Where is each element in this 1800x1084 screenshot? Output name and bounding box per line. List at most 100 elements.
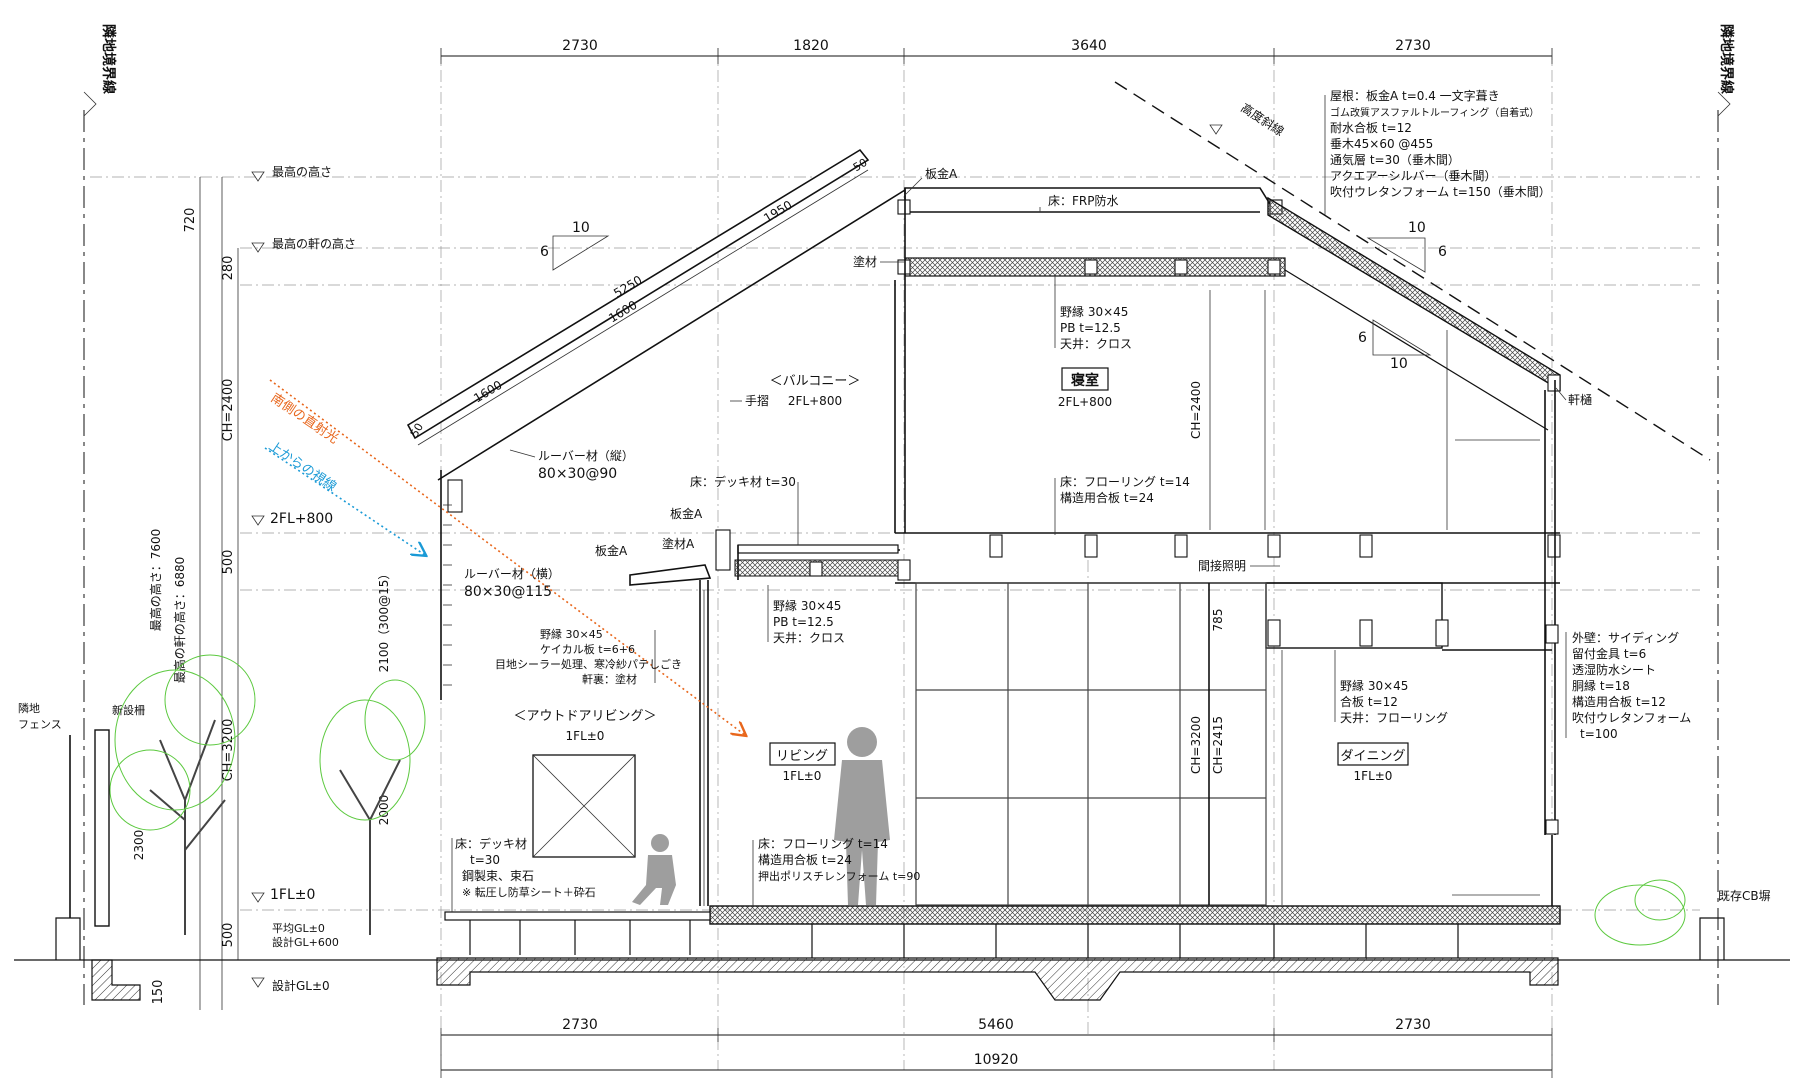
dim-top-1: 2730 [562, 38, 598, 54]
eave-ceiling-3: 目地シーラー処理、寒冷紗パテしごき [495, 657, 682, 671]
level-markers: 最高の高さ 最高の軒の高さ 2FL+800 1FL±0 平均GL±0 設計GL+… [251, 164, 356, 993]
bottom-dimension-chain: 2730 5460 2730 10920 [440, 1017, 1553, 1078]
dim-785: 785 [1211, 609, 1225, 632]
boundary-label-left: 隣地境界線 [100, 24, 117, 94]
roof-spec-1: 屋根：板金A t=0.4 一文字葺き [1330, 88, 1500, 103]
eave-ceiling-4: 軒裏：塗材 [582, 672, 637, 686]
dim-total: 10920 [974, 1052, 1019, 1068]
dim-left-2400: CH=2400 [221, 379, 236, 442]
outer-wall-5: 構造用合板 t=12 [1572, 694, 1666, 709]
living-floor-2: 構造用合板 t=24 [758, 852, 852, 867]
dim-2300: 2300 [132, 830, 146, 861]
roof-spec-5: 通気層 t=30（垂木間） [1330, 152, 1460, 167]
slope-1-run: 10 [572, 220, 590, 236]
existing-wall-label: 既存CB塀 [1718, 889, 1771, 903]
balcony [629, 529, 899, 906]
dim-max-eave-height: 最高の軒の高さ：6880 [172, 557, 187, 684]
dim-top-4: 2730 [1395, 38, 1431, 54]
roof-spec-3: 耐水合板 t=12 [1330, 120, 1412, 135]
outer-wall-4: 胴縁 t=18 [1572, 678, 1630, 693]
annotations: 屋根：板金A t=0.4 一文字葺き ゴム改質アスファルトルーフィング（自着式）… [451, 88, 1691, 912]
room-living-level: 1FL±0 [783, 769, 822, 783]
louver-vertical-2: 80×30@90 [538, 466, 617, 482]
level-1fl: 1FL±0 [270, 887, 315, 903]
dim-bottom-3: 2730 [1395, 1017, 1431, 1033]
outer-wall-3: 透湿防水シート [1572, 662, 1656, 677]
dim-left-720: 720 [183, 208, 198, 233]
room-outdoor-name: ＜アウトドアリビング＞ [513, 709, 656, 724]
top-dimension-chain: 2730 1820 3640 2730 [440, 38, 1553, 64]
indirect-light-label: 間接照明 [1198, 558, 1246, 573]
sun-ray-label: 南側の直射光 [268, 390, 342, 447]
room-labels: ＜バルコニー＞ 2FL+800 寝室 2FL+800 ＜アウトドアリビング＞ 1… [513, 367, 1409, 783]
dim-bottom-2: 5460 [978, 1017, 1014, 1033]
level-avg-gl: 平均GL±0 [272, 922, 325, 935]
outdoor-floor-1: 床：デッキ材 [455, 836, 527, 851]
frp-label: 床：FRP防水 [1048, 193, 1118, 208]
inner-dimensions: CH=2400 CH=3200 CH=2415 785 [1189, 381, 1225, 774]
outdoor-floor-2: t=30 [470, 853, 500, 867]
room-dining-level: 1FL±0 [1354, 769, 1393, 783]
dim-left-280: 280 [221, 256, 236, 281]
dim-2000: 2000 [377, 795, 391, 826]
bedroom-ceiling-1: 野縁 30×45 [1060, 304, 1128, 319]
slope-2-run: 10 [1408, 220, 1426, 236]
outer-wall-7: t=100 [1580, 727, 1618, 741]
left-dimension-chain: 720 280 CH=2400 500 CH=3200 500 150 最高の高… [132, 177, 391, 1010]
bedroom-ceiling-2: PB t=12.5 [1060, 321, 1121, 335]
roof-spec-4: 垂木45×60 @455 [1330, 137, 1433, 151]
dining-ceiling-2: 合板 t=12 [1340, 694, 1398, 709]
roof-spec-callout: 屋根：板金A t=0.4 一文字葺き ゴム改質アスファルトルーフィング（自着式）… [1324, 88, 1551, 215]
handrail-label: 手摺 [745, 393, 769, 408]
living-floor-1: 床：フローリング t=14 [758, 837, 888, 851]
living-glazing [915, 582, 1283, 906]
slope-1-rise: 6 [540, 244, 549, 260]
neighbor-fence-label-1: 隣地 [18, 701, 40, 715]
trees [109, 654, 1686, 946]
bedroom-ceiling-3: 天井：クロス [1060, 337, 1132, 351]
fences: 隣地 フェンス 新設柵 既存CB塀 [18, 701, 1771, 927]
sheet-a-mid: 板金A [670, 506, 703, 521]
dim-left-500a: 500 [221, 550, 236, 575]
bedroom-roof [894, 187, 1540, 533]
living-ceiling-2: PB t=12.5 [773, 615, 834, 629]
ch-bedroom: CH=2400 [1189, 381, 1203, 439]
level-design-gl-600: 設計GL+600 [272, 935, 339, 949]
louver-horizontal-1: ルーバー材（横） [464, 567, 560, 581]
roof-spec-6: アクエアーシルバー（垂木間） [1330, 169, 1496, 183]
dining-ceiling-3: 天井：フローリング [1340, 711, 1448, 725]
dim-left-150: 150 [151, 980, 166, 1005]
dim-left-500b: 500 [221, 923, 236, 948]
beam-row-2f [809, 534, 1561, 581]
room-balcony-level: 2FL+800 [788, 394, 842, 408]
outer-wall-1: 外壁：サイディング [1572, 630, 1679, 645]
bedroom-floor-2: 構造用合板 t=24 [1060, 490, 1154, 505]
outdoor-table-symbol [532, 754, 636, 858]
dim-roof-50b: 50 [408, 421, 426, 440]
roof-spec-2: ゴム改質アスファルトルーフィング（自着式） [1330, 106, 1539, 119]
roof-left: 1950 5250 1600 1600 50 50 [406, 148, 906, 700]
roof-spec-7: 吹付ウレタンフォーム t=150（垂木間） [1330, 185, 1551, 199]
dim-2100: 2100（300@15） [377, 568, 391, 673]
slope-3-run: 10 [1390, 356, 1408, 372]
site-boundaries: 隣地境界線 隣地境界線 [83, 24, 1735, 1005]
outer-wall-6: 吹付ウレタンフォーム [1572, 711, 1691, 725]
level-2fl: 2FL+800 [270, 511, 333, 527]
boundary-label-right: 隣地境界線 [1718, 24, 1735, 94]
light-and-view-lines: 南側の直射光 上からの視線 [264, 379, 745, 735]
room-dining-name: ダイニング [1340, 749, 1405, 764]
bedroom-floor-1: 床：フローリング t=14 [1060, 475, 1190, 489]
outdoor-floor-3: 鋼製束、束石 [462, 869, 534, 883]
dim-left-3200: CH=3200 [221, 719, 236, 782]
level-max-eave: 最高の軒の高さ [272, 236, 356, 251]
roof-right [1114, 81, 1711, 906]
dim-top-2: 1820 [793, 38, 829, 54]
scale-figures [632, 727, 890, 905]
sheet-a-low: 板金A [595, 543, 628, 558]
room-outdoor-level: 1FL±0 [566, 729, 605, 743]
room-bedroom-level: 2FL+800 [1058, 395, 1112, 409]
level-design-gl: 設計GL±0 [272, 978, 330, 993]
slope-3-rise: 6 [1358, 330, 1367, 346]
